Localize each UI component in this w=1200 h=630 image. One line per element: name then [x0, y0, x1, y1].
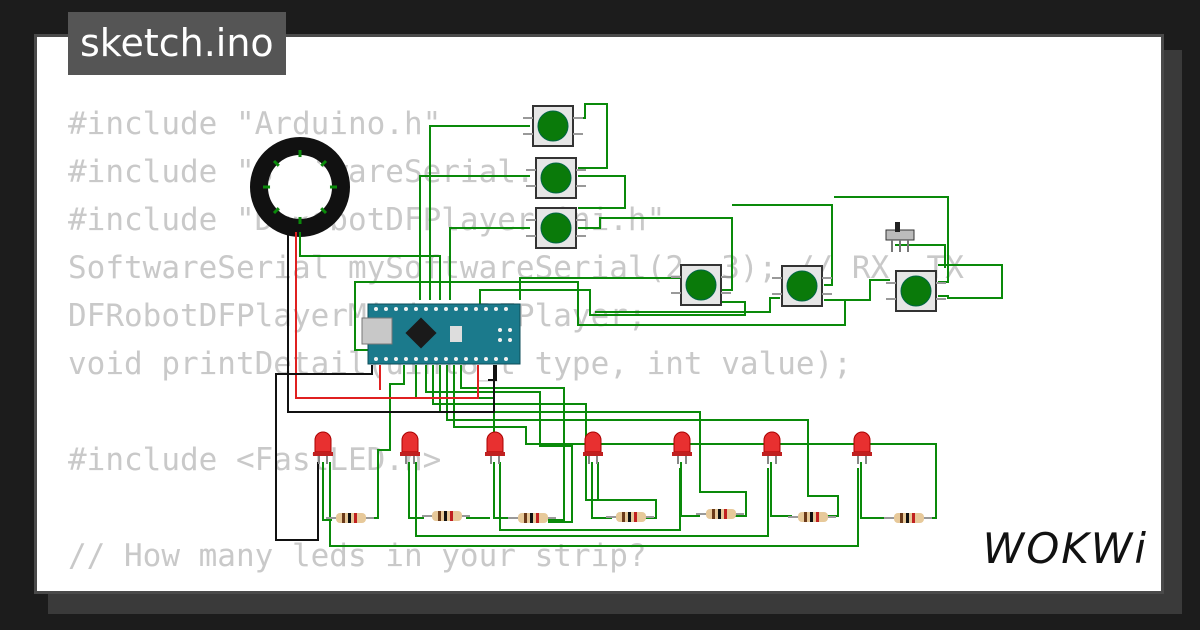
resistor-icon[interactable] — [326, 513, 374, 523]
red-wires — [295, 232, 479, 399]
resistor-icon[interactable] — [422, 511, 470, 521]
resistor-icon[interactable] — [696, 509, 744, 519]
slide-switch-icon[interactable] — [885, 222, 915, 252]
neopixel-ring-icon[interactable] — [250, 137, 350, 237]
pushbutton-icon[interactable] — [671, 264, 731, 306]
led-icon[interactable] — [485, 431, 505, 464]
resistor-icon[interactable] — [508, 513, 556, 523]
resistor-icon[interactable] — [884, 513, 932, 523]
code-line: // How many leds in your strip? — [68, 538, 647, 574]
wokwi-logo: WOKWi — [982, 524, 1148, 573]
black-wires — [275, 232, 497, 541]
led-icon[interactable] — [852, 431, 872, 464]
resistor-icon[interactable] — [606, 512, 654, 522]
file-tab[interactable]: sketch.ino — [68, 12, 286, 75]
code-line: #include <FastLED.h> — [68, 442, 442, 478]
green-wires — [299, 103, 1003, 547]
code-line: #include "Arduino.h" — [68, 106, 442, 142]
led-icon[interactable] — [400, 431, 420, 464]
pushbutton-icon[interactable] — [526, 207, 586, 249]
resistor-icon[interactable] — [788, 512, 836, 522]
pushbutton-icon[interactable] — [526, 157, 586, 199]
led-icon[interactable] — [313, 431, 333, 464]
pushbutton-icon[interactable] — [523, 105, 583, 147]
led-icon[interactable] — [583, 431, 603, 464]
pushbutton-icon[interactable] — [772, 265, 832, 307]
pushbutton-icon[interactable] — [886, 270, 946, 312]
arduino-nano-icon[interactable] — [361, 303, 521, 365]
led-icon[interactable] — [672, 431, 692, 464]
led-icon[interactable] — [762, 431, 782, 464]
